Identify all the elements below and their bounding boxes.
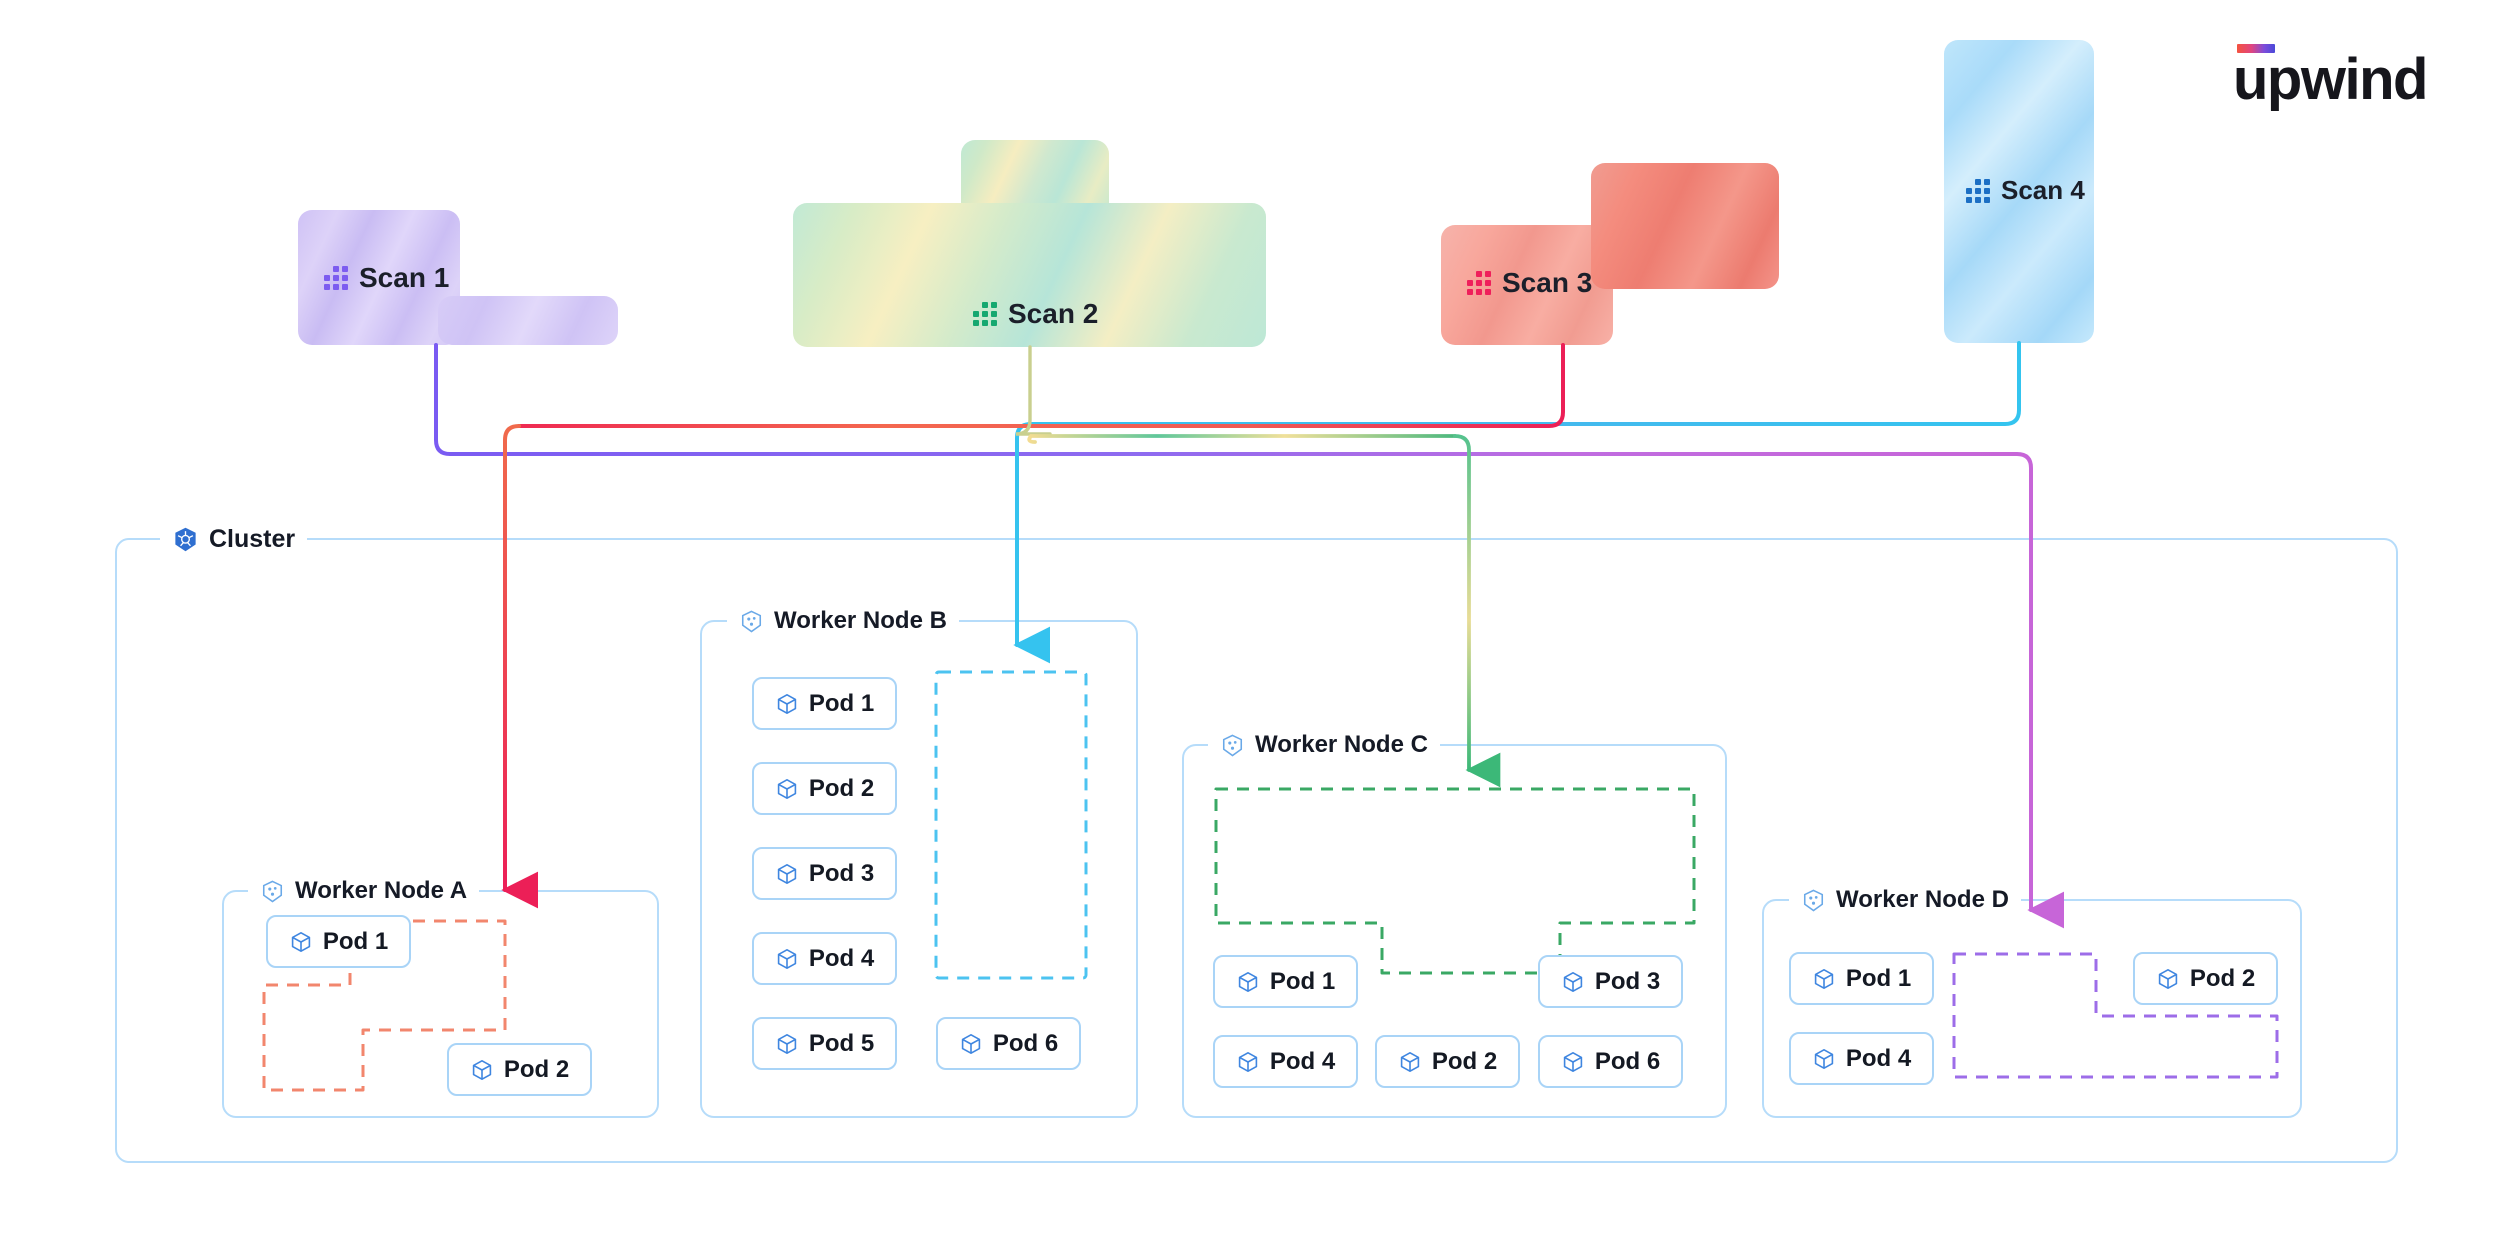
pod-box[interactable]: Pod 5 — [752, 1017, 897, 1070]
worker-node-b-title: Worker Node B — [727, 604, 959, 638]
pod-cube-icon — [777, 693, 797, 714]
pod-box[interactable]: Pod 1 — [266, 915, 411, 968]
pod-label: Pod 1 — [808, 689, 875, 717]
pod-label: Pod 2 — [503, 1055, 570, 1083]
pod-label: Pod 2 — [2189, 964, 2256, 992]
pod-label: Pod 4 — [1269, 1047, 1336, 1075]
scan-4-label-group: Scan 4 — [1966, 175, 2085, 206]
scan-2-label: Scan 2 — [1008, 298, 1099, 329]
pod-box[interactable]: Pod 1 — [1789, 952, 1934, 1005]
pod-cube-icon — [1814, 1048, 1834, 1069]
logo-gradient-bar — [2237, 44, 2275, 53]
pod-box[interactable]: Pod 2 — [1375, 1035, 1520, 1088]
pod-cube-icon — [1814, 968, 1834, 989]
pod-label: Pod 1 — [322, 927, 389, 955]
worker-node-icon — [741, 610, 762, 632]
pod-box[interactable]: Pod 4 — [1213, 1035, 1358, 1088]
scan-block-1[interactable]: Scan 1 — [298, 210, 618, 345]
pod-label: Pod 4 — [1845, 1044, 1912, 1072]
pod-label: Pod 2 — [1431, 1047, 1498, 1075]
worker-node-d-title: Worker Node D — [1789, 883, 2021, 917]
cluster-title: Cluster — [160, 522, 308, 556]
pod-box[interactable]: Pod 4 — [752, 932, 897, 985]
scan-block-2[interactable]: Scan 2 — [793, 140, 1266, 347]
worker-node-c-title: Worker Node C — [1208, 728, 1440, 762]
pod-cube-icon — [777, 948, 797, 969]
pod-box[interactable]: Pod 2 — [2133, 952, 2278, 1005]
pod-box[interactable]: Pod 2 — [447, 1043, 592, 1096]
worker-node-a-label: Worker Node A — [295, 877, 468, 904]
pod-box[interactable]: Pod 1 — [752, 677, 897, 730]
scan-dots-icon — [973, 302, 997, 326]
scan-4-label: Scan 4 — [2001, 175, 2085, 205]
kubernetes-icon — [175, 527, 196, 551]
pod-label: Pod 6 — [1594, 1047, 1661, 1075]
pod-label: Pod 6 — [992, 1029, 1059, 1057]
scan-3-label-group: Scan 3 — [1467, 267, 1592, 299]
pod-cube-icon — [1238, 971, 1258, 992]
pod-cube-icon — [2158, 968, 2178, 989]
pod-cube-icon — [777, 863, 797, 884]
pod-box[interactable]: Pod 4 — [1789, 1032, 1934, 1085]
pod-cube-icon — [777, 778, 797, 799]
cluster-label: Cluster — [209, 525, 296, 553]
pod-cube-icon — [1563, 1051, 1583, 1072]
pod-label: Pod 3 — [1594, 967, 1661, 995]
pod-label: Pod 4 — [808, 944, 875, 972]
scan-3-shape-part-b — [1591, 163, 1779, 289]
pod-box[interactable]: Pod 3 — [752, 847, 897, 900]
scan-block-4[interactable]: Scan 4 — [1944, 40, 2094, 343]
pod-box[interactable]: Pod 6 — [936, 1017, 1081, 1070]
worker-node-b-label: Worker Node B — [774, 607, 947, 634]
scan-1-label: Scan 1 — [359, 262, 450, 293]
scan-2-label-group: Scan 2 — [973, 298, 1098, 330]
pod-cube-icon — [291, 931, 311, 952]
pod-box[interactable]: Pod 1 — [1213, 955, 1358, 1008]
worker-node-d-label: Worker Node D — [1836, 886, 2009, 913]
pod-box[interactable]: Pod 6 — [1538, 1035, 1683, 1088]
pod-cube-icon — [1238, 1051, 1258, 1072]
scan-2-shape-part-b — [793, 203, 1266, 347]
scan-3-label: Scan 3 — [1502, 267, 1593, 298]
pod-label: Pod 1 — [1845, 964, 1912, 992]
scan-dots-icon — [324, 266, 348, 290]
scan-1-label-group: Scan 1 — [324, 262, 449, 294]
pod-label: Pod 2 — [808, 774, 875, 802]
scan-dots-icon — [1467, 271, 1491, 295]
pod-cube-icon — [961, 1033, 981, 1054]
cluster-frame — [115, 538, 2398, 1163]
worker-node-icon — [262, 880, 283, 902]
logo-wordmark: upwind — [2233, 47, 2428, 112]
pod-box[interactable]: Pod 3 — [1538, 955, 1683, 1008]
pod-cube-icon — [472, 1059, 492, 1080]
pod-cube-icon — [1563, 971, 1583, 992]
pod-label: Pod 1 — [1269, 967, 1336, 995]
worker-node-c-label: Worker Node C — [1255, 731, 1428, 758]
pod-cube-icon — [777, 1033, 797, 1054]
pod-box[interactable]: Pod 2 — [752, 762, 897, 815]
worker-node-d-frame — [1762, 899, 2302, 1118]
scan-dots-icon — [1966, 178, 1990, 203]
worker-node-icon — [1222, 734, 1243, 756]
scan-block-3[interactable]: Scan 3 — [1441, 163, 1779, 345]
worker-node-a-title: Worker Node A — [248, 874, 480, 908]
pod-cube-icon — [1400, 1051, 1420, 1072]
scan-1-shape-part-b — [438, 296, 618, 345]
pod-label: Pod 5 — [808, 1029, 875, 1057]
upwind-logo: upwind — [2233, 44, 2428, 114]
pod-label: Pod 3 — [808, 859, 875, 887]
worker-node-icon — [1803, 889, 1824, 911]
